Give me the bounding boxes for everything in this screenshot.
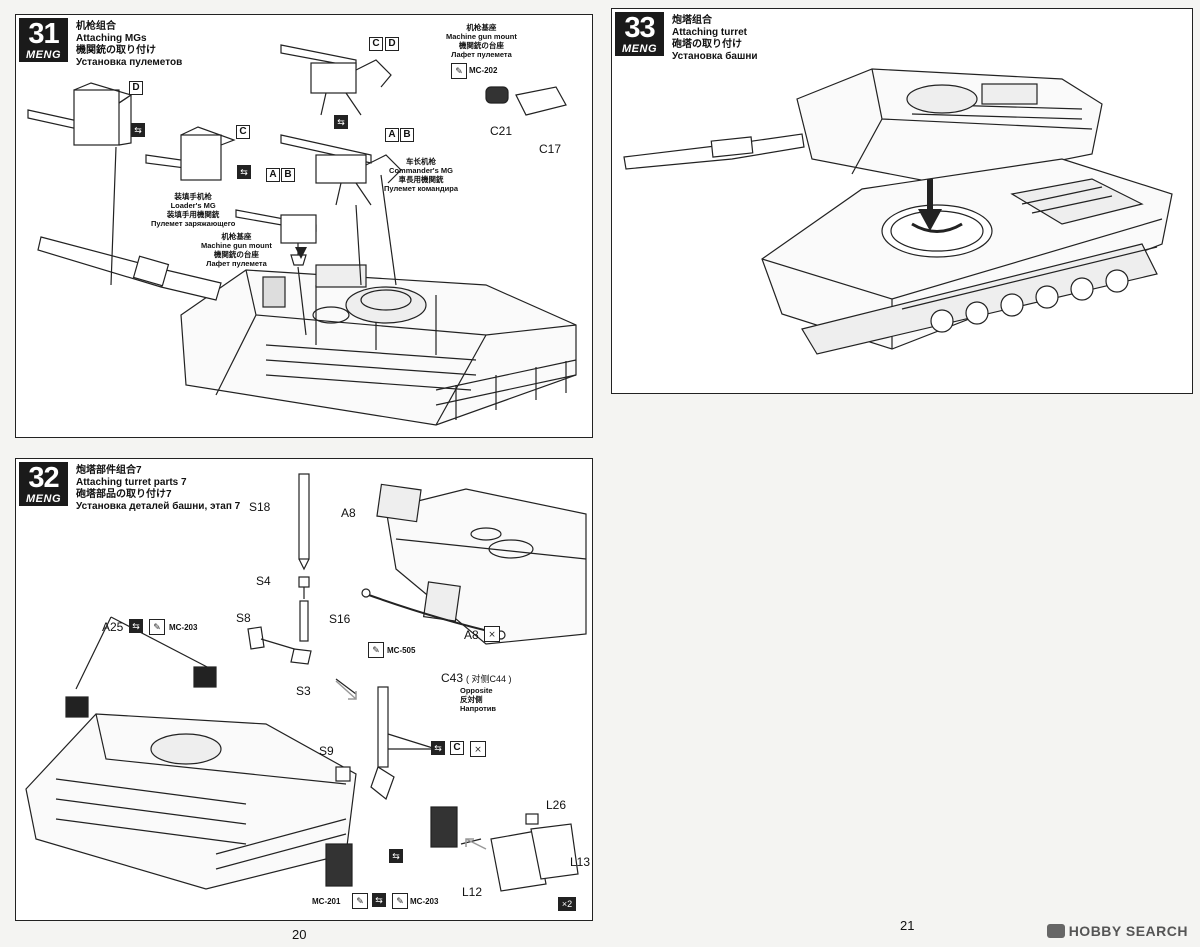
- part-label-c17: C17: [539, 142, 562, 156]
- paint-code-mc505: MC-505: [387, 646, 416, 655]
- reverse-side-icon: ⇆: [389, 849, 403, 863]
- step-31-title-ru: Установка пулеметов: [76, 57, 183, 68]
- step-33-title-cn: 炮塔组合: [672, 15, 712, 26]
- part-label-s4: S4: [256, 574, 271, 588]
- reverse-side-icon: ⇆: [431, 741, 445, 755]
- step-31-box-d-top: D: [385, 37, 399, 51]
- meng-logo: MENG: [26, 49, 61, 61]
- step-32-titles: 炮塔部件组合7 Attaching turret parts 7 砲塔部品の取り…: [76, 465, 240, 513]
- part-label-l26: L26: [546, 798, 567, 812]
- step-31-titles: 机枪组合 Attaching MGs 機関銃の取り付け Установка пу…: [76, 21, 182, 69]
- commander-mg-label: 车长机枪 Commander's MG 車長用機関銃 Пулемет коман…: [384, 157, 458, 193]
- page-number-right: 21: [900, 918, 915, 933]
- step-32-title-en: Attaching turret parts 7: [76, 477, 187, 488]
- hatch-cross-icon: ⨯: [484, 626, 500, 642]
- part-label-s3: S3: [296, 684, 311, 698]
- part-label-a8-mid: A8: [464, 628, 479, 642]
- step-31-box-c-top: C: [369, 37, 383, 51]
- step-31-box-a-right: A: [385, 128, 399, 142]
- part-label-c43: C43: [441, 671, 464, 685]
- step-31-box-a-left: A: [266, 168, 280, 182]
- step-32-title-jp: 砲塔部品の取り付け7: [76, 489, 172, 500]
- part-label-c43-note: ( 对侧C44 ): [466, 674, 512, 684]
- step-31-panel: 31 MENG 机枪组合 Attaching MGs 機関銃の取り付け Уста…: [15, 14, 593, 438]
- reverse-side-icon: ⇆: [334, 115, 348, 129]
- part-label-l13: L13: [570, 855, 591, 869]
- step-31-title-cn: 机枪组合: [76, 21, 116, 32]
- paint-code-mc201: MC-201: [312, 897, 341, 906]
- step-32-panel: 32 MENG 炮塔部件组合7 Attaching turret parts 7…: [15, 458, 593, 921]
- page-number-left: 20: [292, 927, 307, 942]
- opposite-label: Opposite 反対側 Напротив: [460, 686, 496, 713]
- mount-label-2: 机枪基座 Machine gun mount 機関銃の台座 Лафет пуле…: [201, 232, 272, 268]
- step-32-illustration: [25, 473, 587, 892]
- step-31-title-en: Attaching MGs: [76, 33, 147, 44]
- step-31-box-d-left: D: [129, 81, 143, 95]
- step-31-illustration: [27, 44, 577, 426]
- quantity-badge: ×2: [558, 897, 576, 911]
- step-33-title-jp: 砲塔の取り付け: [672, 39, 742, 50]
- step-33-title-en: Attaching turret: [672, 27, 747, 38]
- part-label-c21: C21: [490, 124, 513, 138]
- step-31-number: 31: [28, 18, 59, 50]
- brush-icon: ✎: [368, 642, 384, 658]
- step-32-title-cn: 炮塔部件组合7: [76, 465, 142, 476]
- mount-label: 机枪基座 Machine gun mount 機関銃の台座 Лафет пуле…: [446, 23, 517, 59]
- brush-icon: ✎: [352, 893, 368, 909]
- part-label-s9: S9: [319, 744, 334, 758]
- step-32-number: 32: [28, 462, 59, 494]
- meng-logo: MENG: [26, 493, 61, 505]
- step-32-badge: 32 MENG: [19, 462, 68, 506]
- step-33-badge: 33 MENG: [615, 12, 664, 56]
- watermark: HOBBY SEARCH: [1046, 923, 1188, 939]
- part-label-s8: S8: [236, 611, 251, 625]
- reverse-side-icon: ⇆: [372, 893, 386, 907]
- step-33-number: 33: [624, 12, 655, 44]
- brush-icon: ✎: [451, 63, 467, 79]
- step-31-box-b-left: B: [281, 168, 295, 182]
- step-32-box-c: C: [450, 741, 464, 755]
- part-label-l12: L12: [462, 885, 483, 899]
- reverse-side-icon: ⇆: [129, 619, 143, 633]
- part-label-a25: A25: [102, 620, 124, 634]
- part-label-s16: S16: [329, 612, 351, 626]
- hatch-cross-icon: ⨯: [470, 741, 486, 757]
- hobby-search-logo-icon: [1046, 924, 1065, 938]
- paint-code: MC-202: [469, 66, 498, 75]
- part-label-s18: S18: [249, 500, 271, 514]
- step-31-badge: 31 MENG: [19, 18, 68, 62]
- step-31-box-c: C: [236, 125, 250, 139]
- loader-mg-label: 装填手机枪 Loader's MG 装填手用機関銃 Пулемет заряжа…: [151, 192, 236, 228]
- brush-icon: ✎: [392, 893, 408, 909]
- paint-code-mc203-bottom: MC-203: [410, 897, 439, 906]
- reverse-side-icon: ⇆: [237, 165, 251, 179]
- step-31-box-b-right: B: [400, 128, 414, 142]
- step-33-illustration: [623, 68, 1173, 355]
- paint-code-mc203-top: MC-203: [169, 623, 198, 632]
- step-33-title-ru: Установка башни: [672, 51, 758, 62]
- step-33-panel: 33 MENG 炮塔组合 Attaching turret 砲塔の取り付け Ус…: [611, 8, 1193, 394]
- part-label-a8-top: A8: [341, 506, 356, 520]
- step-33-titles: 炮塔组合 Attaching turret 砲塔の取り付け Установка …: [672, 15, 758, 63]
- brush-icon: ✎: [149, 619, 165, 635]
- step-31-title-jp: 機関銃の取り付け: [76, 45, 156, 56]
- reverse-side-icon: ⇆: [131, 123, 145, 137]
- step-32-title-ru: Установка деталей башни, этап 7: [76, 501, 241, 512]
- meng-logo: MENG: [622, 43, 657, 55]
